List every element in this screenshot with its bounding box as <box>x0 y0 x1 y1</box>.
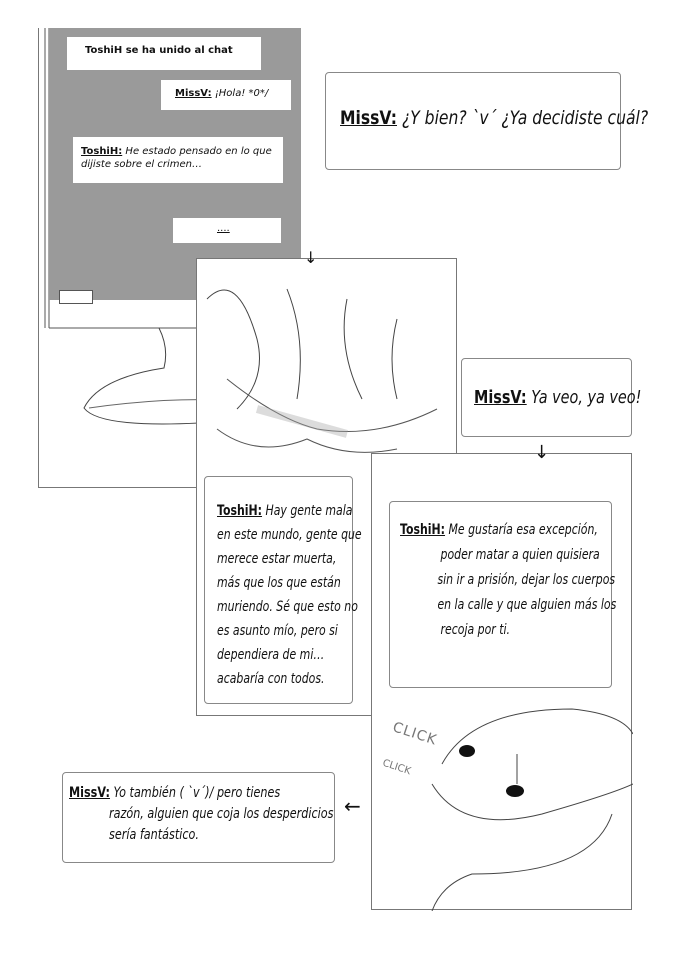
speech-bubble: MissV: Ya veo, ya veo! <box>461 358 641 437</box>
speech-bubble: ToshiH: Hay gente mala en este mundo, ge… <box>204 476 362 704</box>
down-arrow-icon: ↓ <box>534 442 550 463</box>
monitor-button <box>59 290 93 304</box>
down-arrow-icon: ↓ <box>304 248 318 267</box>
hair-sketch <box>206 288 438 453</box>
speech-bubble: MissV: Yo también ( `v´)/ pero tienes ra… <box>62 772 335 863</box>
speech-bubble: MissV: ¿Y bien? `v´ ¿Ya decidiste cuál? <box>325 72 648 170</box>
speech-bubble: ToshiH: Me gustaría esa excepción, poder… <box>389 501 616 688</box>
left-arrow-icon: ← <box>344 794 361 818</box>
chat-message: MissV: ¡Hola! *0*/ <box>161 80 291 110</box>
chat-message: ToshiH: He estado pensado en lo que diji… <box>73 137 283 183</box>
hand-mouse-sketch <box>431 708 633 911</box>
chat-message: .... <box>173 218 281 243</box>
panel-mouse: CLICK CLICK ToshiH: Me gustaría esa exce… <box>371 453 633 911</box>
chat-join-notice: ToshiH se ha unido al chat <box>67 37 261 70</box>
